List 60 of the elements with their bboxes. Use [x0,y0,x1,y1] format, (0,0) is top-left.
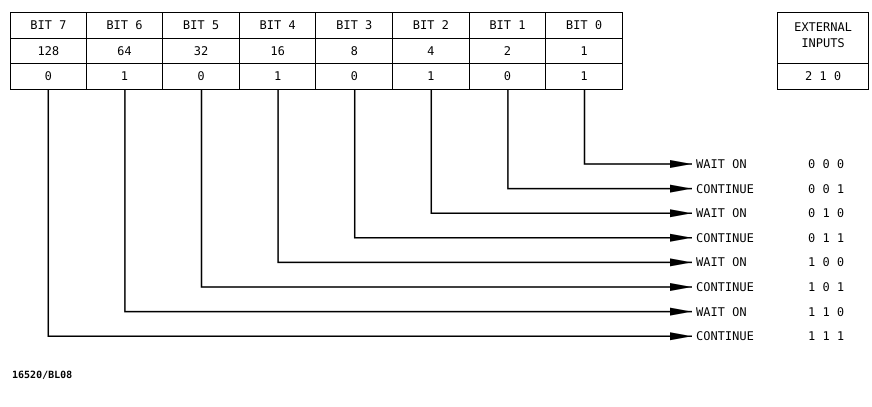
bit-weight: 1 [546,38,622,63]
table-header: EXTERNAL INPUTS [793,19,853,52]
connector-arrow [584,90,692,168]
output-action: WAIT ON [696,255,747,270]
output-action: WAIT ON [696,304,747,319]
connector-arrow [430,90,692,218]
connector-arrow [124,90,692,316]
bit-weight: 128 [11,38,86,63]
output-action: WAIT ON [696,206,747,220]
bit-value: 1 [86,63,162,88]
bit-weight: 2 [470,38,546,63]
bit-name: BIT 3 [335,17,374,34]
output-action: CONTINUE [696,230,754,245]
input-state: 1 1 0 [808,304,844,321]
connector-arrow [200,90,692,291]
output-action: CONTINUE [696,280,754,294]
bit-weight: 8 [316,38,392,63]
bit-column [10,12,87,90]
bit-value: 0 [470,63,546,88]
external-inputs-table [777,12,869,90]
input-state: 1 1 1 [808,328,844,346]
bit-column [470,12,546,90]
input-state: 0 1 1 [808,230,844,247]
bit-weight: 64 [86,38,162,63]
bit-column [316,12,393,90]
bit-weight: 16 [240,38,316,63]
bit-value: 0 [11,63,86,88]
output-action: CONTINUE [696,329,754,344]
bit-name: BIT 2 [412,17,450,34]
bit-name: BIT 4 [258,17,297,34]
input-state: 1 0 0 [808,254,844,272]
bit-name: BIT 0 [564,17,604,34]
bit-name: BIT 6 [105,17,144,34]
bit-name: BIT 1 [488,17,526,34]
bit-value: 0 [316,63,392,88]
bit-value: 1 [546,63,622,88]
figure-code: 16520/BL08 [12,370,72,381]
bit-weight: 32 [163,38,239,63]
input-state: 0 1 0 [808,205,844,222]
bit-column [546,12,623,90]
connector-arrow [277,90,692,266]
bit-value: 0 [163,63,239,88]
bit-value: 1 [393,63,469,88]
input-state: 1 0 1 [808,279,844,296]
input-numbers: 2 1 0 [778,63,868,89]
bit-column [86,12,164,90]
connector-arrow [507,90,692,193]
bit-weight: 4 [393,38,469,63]
bit-column [240,12,316,90]
bit-column [163,12,240,90]
bit-value: 1 [240,63,316,88]
connector-arrow [48,90,692,340]
bit-name: BIT 7 [29,17,68,34]
output-action: WAIT ON [696,157,747,171]
bit-name: BIT 5 [182,17,220,34]
input-state: 0 0 0 [808,156,844,173]
bit-column [393,12,470,90]
input-state: 0 0 1 [808,180,844,198]
connector-arrow [354,90,692,242]
output-action: CONTINUE [696,182,754,196]
